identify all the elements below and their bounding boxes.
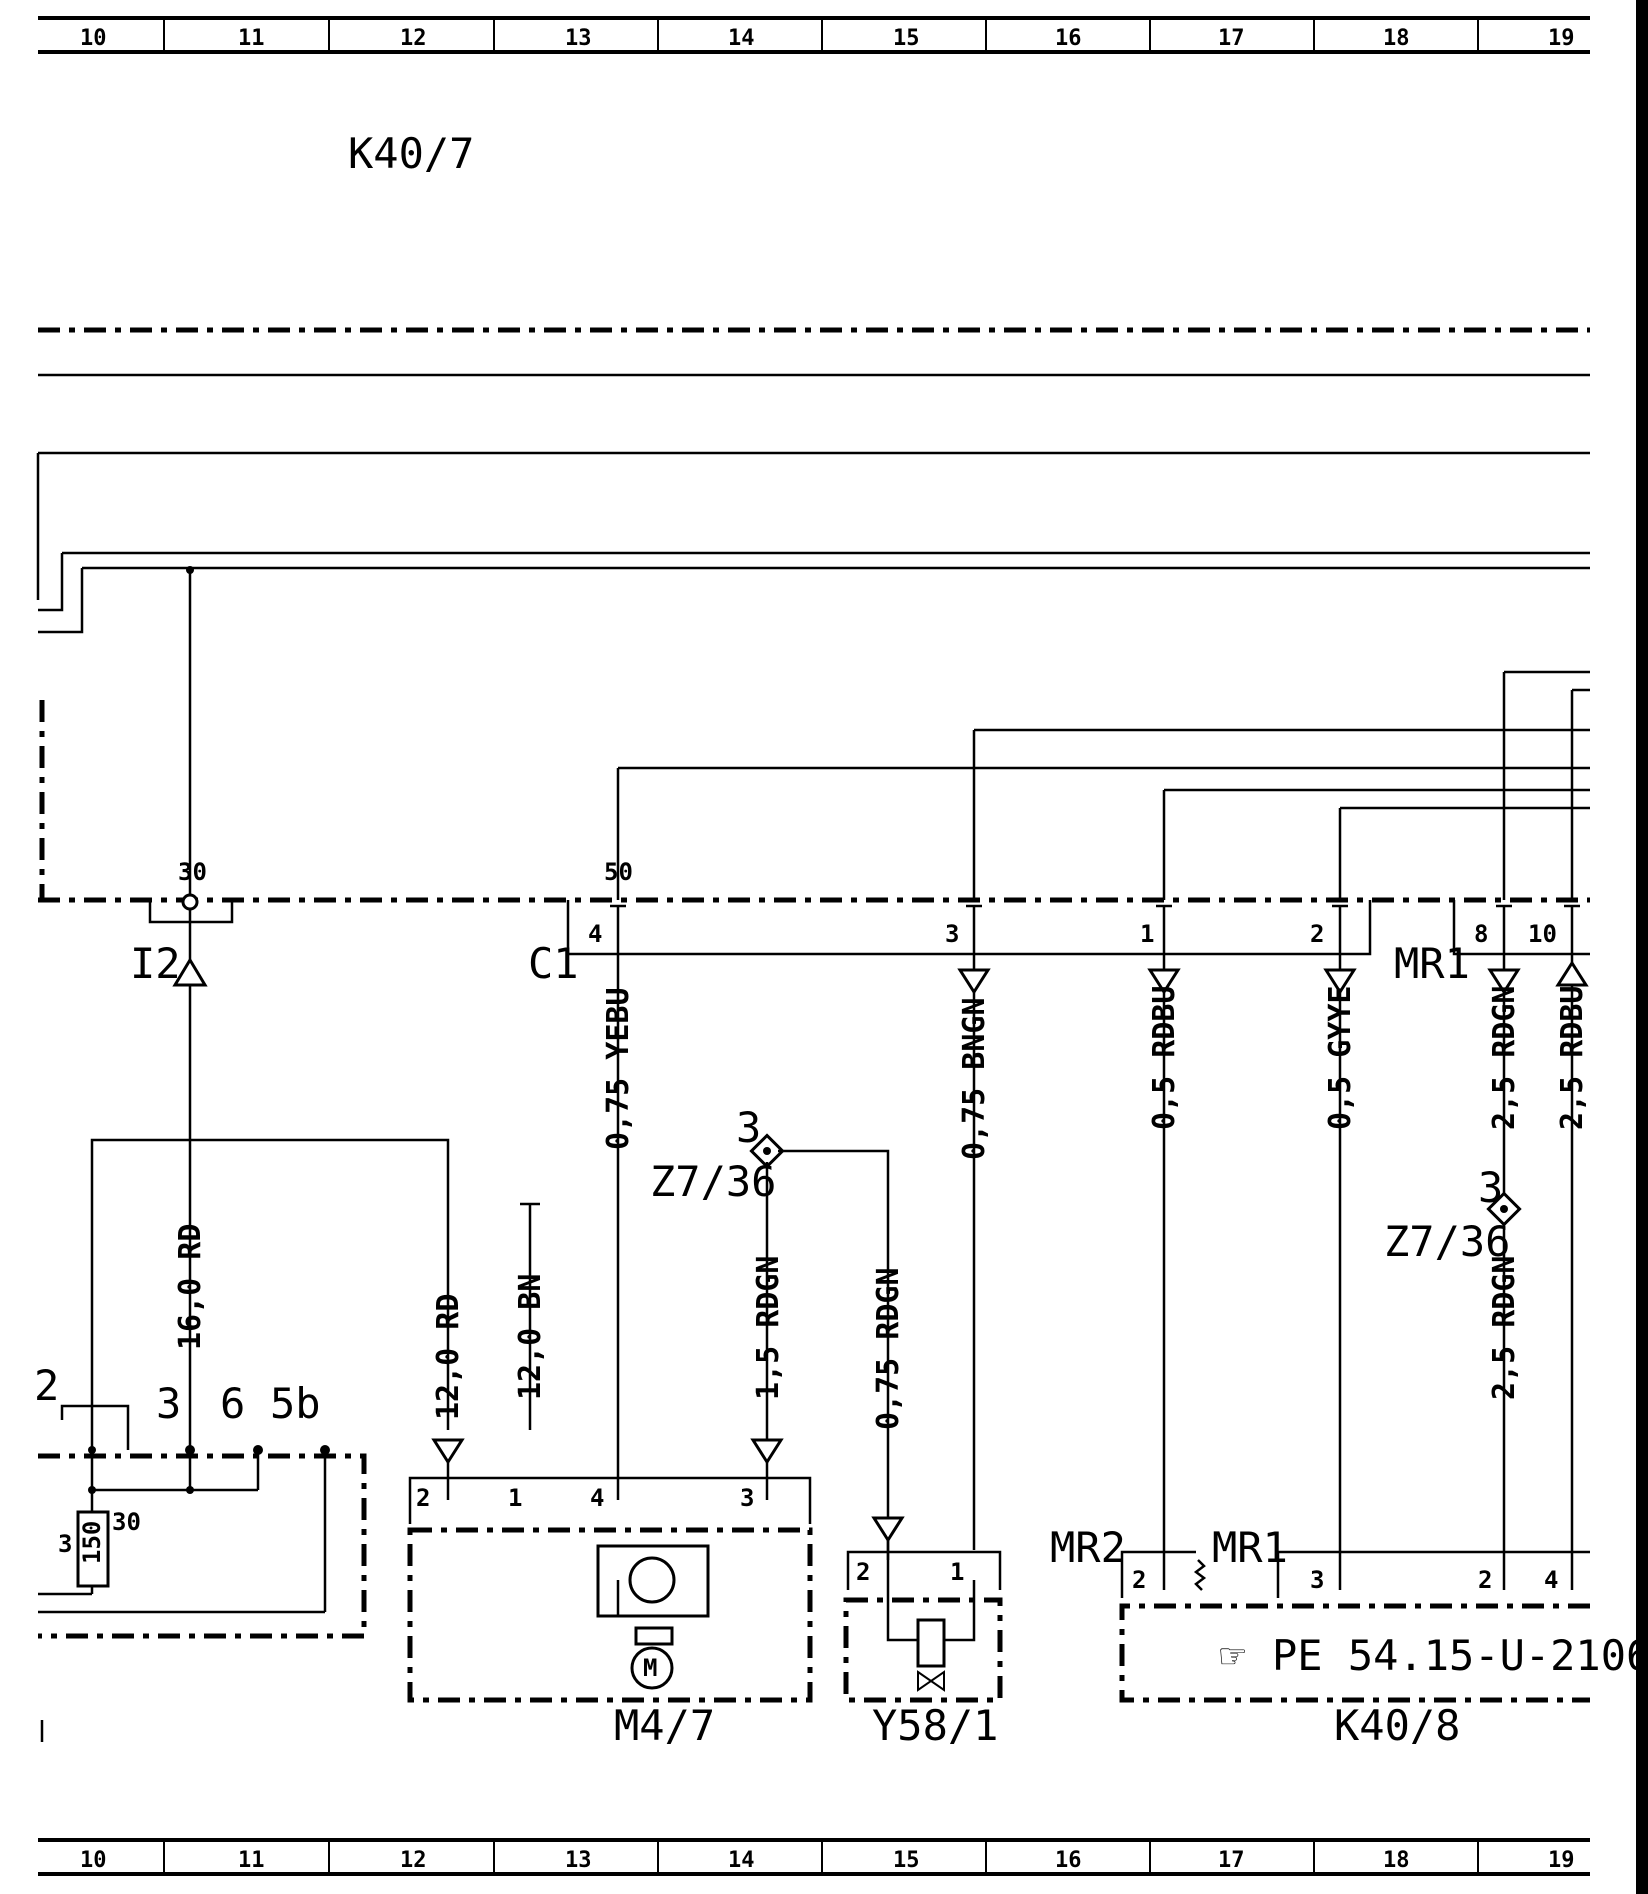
connector-i2: I2	[130, 893, 234, 988]
grid-label-11: 11	[238, 1848, 265, 1873]
mr1-k40-8-label: MR1	[1212, 1523, 1288, 1572]
c1-pin-4: 4	[588, 920, 602, 948]
grid-label-18: 18	[1383, 26, 1410, 51]
bottom-grid-ruler: 10 11 12 13 14 15 16 17 18 19	[38, 1838, 1590, 1876]
wire-label-0-75-rdgn: 0,75 RDGN	[871, 1267, 906, 1430]
connector-mr1: MR1 8 10	[1394, 900, 1590, 988]
terminal-3b-label: 3	[58, 1530, 72, 1558]
ground-w3-7	[520, 1202, 540, 1430]
grid-label-16: 16	[1055, 26, 1082, 51]
k40-8-pin-2b: 2	[1478, 1566, 1492, 1594]
c1-pin-3: 3	[945, 920, 959, 948]
grid-label-19: 19	[1548, 1848, 1575, 1873]
wire-label-rdbu: 0,5 RDBU	[1147, 986, 1182, 1131]
wire-label-bngn: 0,75 BNGN	[957, 997, 992, 1160]
c1-pin-1: 1	[1140, 920, 1154, 948]
k40-8-pin-2: 2	[1132, 1566, 1146, 1594]
component-m4-7: 2 1 4 3 M	[407, 1476, 813, 1703]
internal-wiring	[36, 451, 1590, 900]
grid-label-14: 14	[728, 1848, 755, 1873]
terminal-2-label: 2	[34, 1361, 59, 1410]
grid-label-13: 13	[565, 26, 592, 51]
terminal-30b-label: 30	[112, 1508, 141, 1536]
wire-label-16-rd: 16,0 RD	[173, 1224, 208, 1350]
mr1-pin-8: 8	[1474, 920, 1488, 948]
connector-c1: C1 4 3 1 2	[528, 900, 1372, 988]
page-edge	[1636, 0, 1648, 1894]
transistor-icon	[628, 1556, 676, 1604]
splice-z7-36-upper: 3 Z7/36	[650, 1103, 890, 1560]
wire-label-12-rd: 12,0 RD	[431, 1294, 466, 1420]
pointing-hand-icon: ☞	[1220, 1631, 1245, 1680]
fuse-150-label: 150	[78, 1521, 106, 1564]
m4-pin-4: 4	[590, 1484, 604, 1512]
wire-label-yebu: 0,75 YEBU	[601, 987, 636, 1150]
k40-8-pin-4: 4	[1544, 1566, 1558, 1594]
wire-label-gyye: 0,5 GYYE	[1323, 986, 1358, 1131]
mr2-label: MR2	[1050, 1523, 1126, 1572]
k40-8-pin-3: 3	[1310, 1566, 1324, 1594]
grid-label-17: 17	[1218, 26, 1245, 51]
m4-arrows	[431, 1438, 905, 1543]
mr1-label: MR1	[1394, 939, 1470, 988]
component-k40-7-label: K40/7	[348, 129, 474, 178]
c1-pin-2: 2	[1310, 920, 1324, 948]
mr1-pin-10: 10	[1528, 920, 1557, 948]
grid-label-19: 19	[1548, 26, 1575, 51]
y58-1-label: Y58/1	[872, 1701, 998, 1750]
m4-7-label: M4/7	[614, 1701, 715, 1750]
component-k40-8: MR2 MR1 2 3 2 4 ☞ PE 54.15-U-2106	[1050, 1523, 1648, 1703]
terminal-3-label: 3	[156, 1379, 181, 1428]
splice-z7-36-right: 3 Z7/36	[1384, 1163, 1522, 1266]
grid-label-10: 10	[80, 26, 107, 51]
terminal-block: 3 6 5b 2 150 30 3	[34, 1361, 367, 1639]
terminal-6-label: 6	[220, 1379, 245, 1428]
m4-pin-2: 2	[416, 1484, 430, 1512]
i2-distribution	[90, 985, 450, 1450]
wire-label-rdbu-mr1: 2,5 RDBU	[1555, 986, 1590, 1131]
y58-pin-1: 1	[950, 1558, 964, 1586]
grid-label-14: 14	[728, 26, 755, 51]
m4-pin-1: 1	[508, 1484, 522, 1512]
terminal-50-label: 50	[604, 858, 633, 886]
pin-stubs	[610, 904, 1580, 1020]
solenoid-icon	[916, 1618, 946, 1668]
top-grid-ruler: 10 11 12 13 14 15 16 17 18 19	[38, 16, 1590, 54]
terminal-5b-label: 5b	[270, 1379, 321, 1428]
junction-dot	[186, 566, 194, 574]
z7-36-label: Z7/36	[1384, 1217, 1510, 1266]
c1-label: C1	[528, 939, 579, 988]
reference-label: PE 54.15-U-2106	[1272, 1631, 1648, 1680]
arrows	[957, 960, 1589, 995]
grid-label-15: 15	[893, 1848, 920, 1873]
i2-label: I2	[130, 939, 181, 988]
component-y58-1: 2 1	[843, 1550, 1003, 1703]
wire-label-12-bn: 12,0 BN	[513, 1274, 548, 1400]
wire-label-1-5-rdgn: 1,5 RDGN	[751, 1256, 786, 1401]
motor-icon	[630, 1646, 674, 1690]
svg-text:M: M	[643, 1654, 657, 1682]
valve-icon	[917, 1670, 945, 1692]
y58-pin-2: 2	[856, 1558, 870, 1586]
grid-label-16: 16	[1055, 1848, 1082, 1873]
grid-label-12: 12	[400, 1848, 427, 1873]
grid-label-13: 13	[565, 1848, 592, 1873]
terminal-30-label: 30	[178, 858, 207, 886]
grid-label-18: 18	[1383, 1848, 1410, 1873]
grid-label-17: 17	[1218, 1848, 1245, 1873]
grid-label-15: 15	[893, 26, 920, 51]
lower-wires	[616, 985, 1574, 1590]
wire-label-2-5-rdgn: 2,5 RDGN	[1487, 1256, 1522, 1401]
grid-label-11: 11	[238, 26, 265, 51]
grid-label-12: 12	[400, 26, 427, 51]
m4-pin-3: 3	[740, 1484, 754, 1512]
grid-label-10: 10	[80, 1848, 107, 1873]
wire-label-rdgn-mr1: 2,5 RDGN	[1487, 986, 1522, 1131]
z7-36-label: Z7/36	[650, 1157, 776, 1206]
k40-8-label: K40/8	[1334, 1701, 1460, 1750]
